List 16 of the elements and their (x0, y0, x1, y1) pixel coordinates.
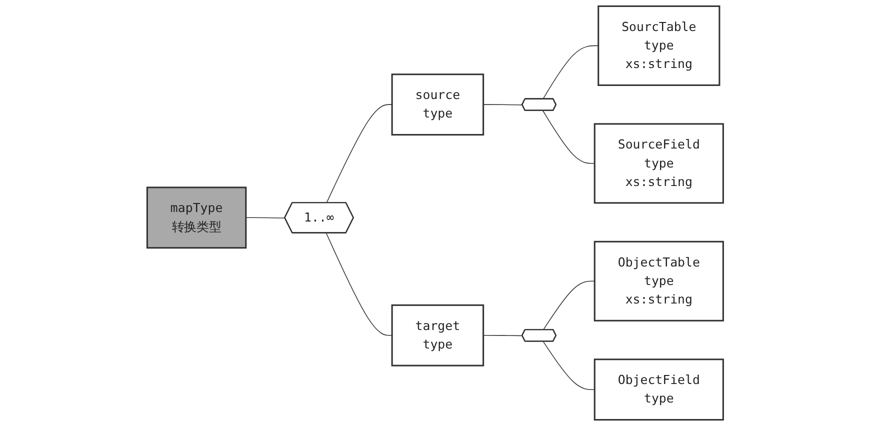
node-box: SourcTable type xs:string (598, 5, 721, 86)
connector (246, 217, 286, 218)
node-box: ObjectField type (594, 358, 724, 421)
connector (543, 341, 596, 390)
connector (326, 232, 393, 336)
connector (483, 104, 524, 106)
connector (326, 104, 393, 204)
connector (542, 45, 600, 100)
connector (543, 280, 596, 330)
connector (483, 334, 524, 336)
node-box: ObjectTable type xs:string (594, 240, 724, 322)
connector (542, 110, 596, 164)
node-box: target type (392, 304, 484, 366)
node-box: SourceField type xs:string (594, 123, 724, 204)
node-box: mapType 转换类型 (146, 186, 247, 249)
node-box: source type (392, 74, 484, 136)
